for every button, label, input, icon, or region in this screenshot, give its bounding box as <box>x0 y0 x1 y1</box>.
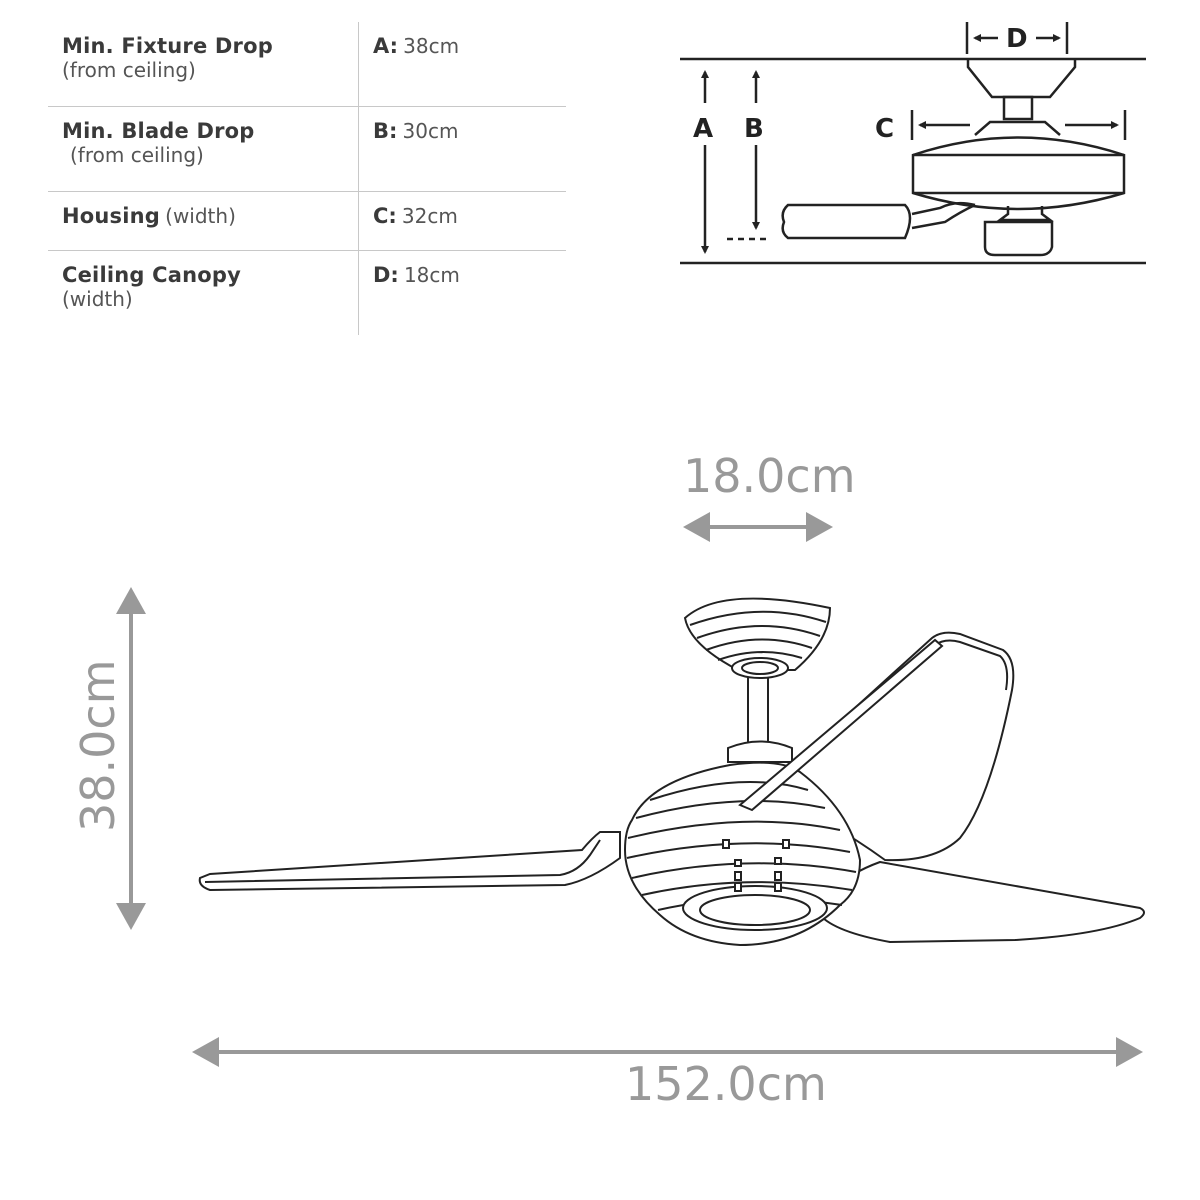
spec-label-cell: Housing (width) <box>48 191 359 251</box>
label-a: A <box>693 114 713 144</box>
label-d: D <box>1006 24 1028 54</box>
spec-label-cell: Min. Blade Drop (from ceiling) <box>48 106 359 192</box>
spec-value: 30cm <box>402 119 459 143</box>
spec-value: 32cm <box>401 204 458 228</box>
spec-key: D: <box>373 263 399 287</box>
spec-value: 18cm <box>403 263 460 287</box>
span-label: 152.0cm <box>625 1057 827 1111</box>
spec-value-cell: D: 18cm <box>359 251 567 336</box>
spec-label-cell: Min. Fixture Drop (from ceiling) <box>48 22 359 107</box>
spec-value: 38cm <box>403 34 460 58</box>
label-b: B <box>744 114 764 144</box>
spec-label: Housing <box>62 204 161 228</box>
spec-sublabel: (width) <box>62 287 133 311</box>
span-arrow-icon <box>192 1037 1143 1067</box>
spec-value-cell: B: 30cm <box>359 107 567 192</box>
spec-key: C: <box>373 204 397 228</box>
spec-table: Min. Fixture Drop (from ceiling) A: 38cm… <box>48 22 566 335</box>
spec-value-cell: C: 32cm <box>359 192 567 251</box>
spec-label-cell: Ceiling Canopy (width) <box>48 250 359 335</box>
spec-value-cell: A: 38cm <box>359 22 567 107</box>
spec-row-housing: Housing (width) C: 32cm <box>48 191 567 251</box>
spec-key: A: <box>373 34 399 58</box>
ceiling-fan-drawing <box>198 597 1145 947</box>
fan-schematic-diagram: A B C D <box>680 22 1146 265</box>
spec-label: Min. Fixture Drop <box>62 34 273 58</box>
spec-key: B: <box>373 119 398 143</box>
canopy-width-arrow-icon <box>683 512 833 542</box>
spec-sublabel: (width) <box>165 204 236 228</box>
spec-sublabel: (from ceiling) <box>70 143 204 167</box>
spec-row-canopy: Ceiling Canopy (width) D: 18cm <box>48 250 567 336</box>
spec-row-fixture-drop: Min. Fixture Drop (from ceiling) A: 38cm <box>48 22 566 107</box>
height-arrow-icon <box>116 587 146 930</box>
spec-row-blade-drop: Min. Blade Drop (from ceiling) B: 30cm <box>48 106 567 192</box>
label-c: C <box>875 114 894 144</box>
height-label: 38.0cm <box>71 659 125 832</box>
canopy-width-label: 18.0cm <box>683 449 856 503</box>
spec-sublabel: (from ceiling) <box>62 58 196 82</box>
spec-label: Ceiling Canopy <box>62 263 242 287</box>
spec-label: Min. Blade Drop <box>62 119 255 143</box>
